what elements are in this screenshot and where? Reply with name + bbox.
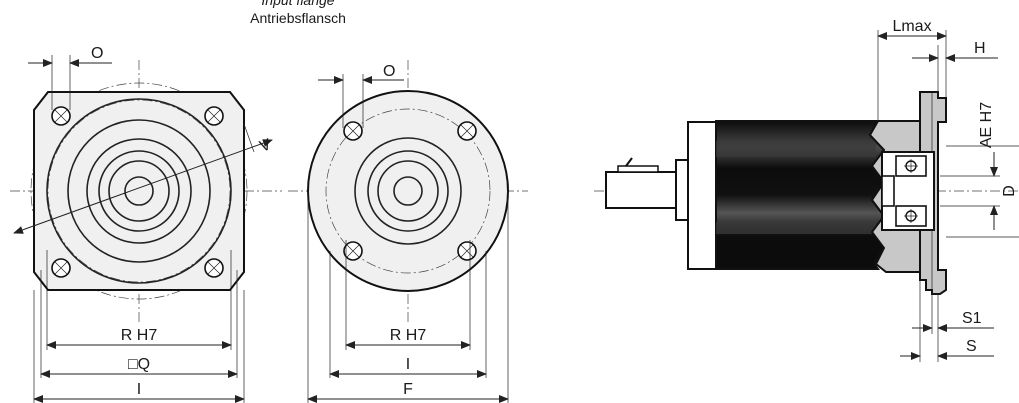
header-line1: Input flange [261,0,334,8]
side-view: Lmax H AE H7 D S1 S [594,18,1019,362]
square-i-label: I [137,381,141,398]
s-label: S [966,338,977,355]
square-v-label: V [258,136,274,156]
shaft-key-tip [625,157,633,167]
square-o-label: O [91,45,103,62]
round-flange-view: O R H7 I F [288,60,528,403]
round-flange-outline [307,90,509,292]
motor-highlight-2 [716,222,876,234]
square-v-ext [243,123,255,153]
round-i-label: I [406,356,410,373]
header-line2: Antriebsflansch [250,10,346,26]
motor-shaft [605,171,677,209]
round-f-label: F [403,381,413,398]
motor-end-plate [687,121,717,270]
ae-label: AE H7 [978,102,995,148]
round-ring-3 [377,160,439,222]
lmax-label: Lmax [892,18,931,35]
motor-highlight-1 [716,141,876,157]
square-r-label: R H7 [121,327,158,344]
round-ring-1 [354,137,462,245]
round-ring-4 [393,176,423,206]
d-label: D [1001,185,1018,197]
round-o-label: O [383,63,395,80]
square-q-label: □Q [128,356,150,373]
round-bolt-circle [325,108,491,274]
round-ring-2 [367,150,449,232]
hub-bore [881,175,895,207]
shaft-key [617,165,659,173]
square-flange-view: O V R H7 □Q I [10,45,282,403]
round-r-label: R H7 [390,327,427,344]
square-bolt-holes [51,106,224,278]
s1-label: S1 [962,310,982,327]
round-bolt-holes [343,121,477,261]
h-label: H [974,40,986,57]
square-v-dimension [13,139,273,234]
